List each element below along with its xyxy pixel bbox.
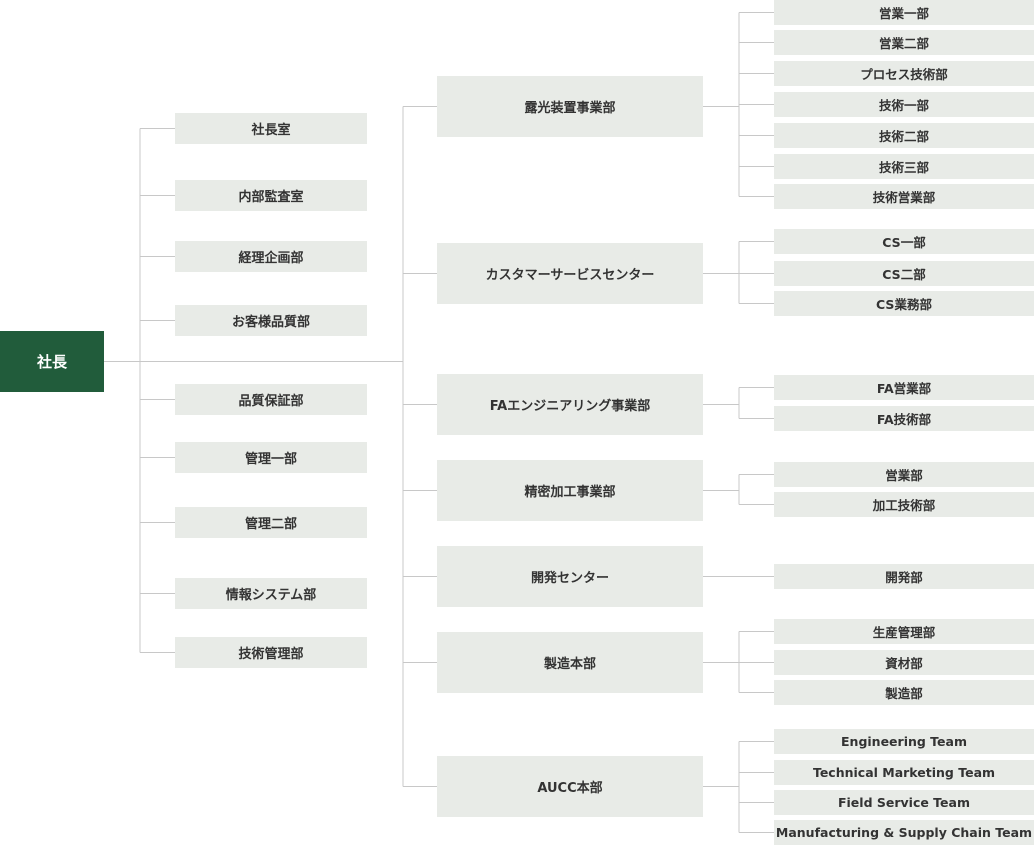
department-box: Field Service Team (774, 790, 1034, 815)
department-box: 営業部 (774, 462, 1034, 487)
department-box: CS業務部 (774, 291, 1034, 316)
department-box: 技術一部 (774, 92, 1034, 117)
division-box: AUCC本部 (437, 756, 703, 817)
department-box: FA営業部 (774, 375, 1034, 400)
staff-box: 管理二部 (175, 507, 367, 538)
staff-box: 社長室 (175, 113, 367, 144)
division-box: 開発センター (437, 546, 703, 607)
staff-box: お客様品質部 (175, 305, 367, 336)
department-box: CS二部 (774, 261, 1034, 286)
department-box: 技術三部 (774, 154, 1034, 179)
department-box: 製造部 (774, 680, 1034, 705)
staff-box: 管理一部 (175, 442, 367, 473)
division-box: カスタマーサービスセンター (437, 243, 703, 304)
department-box: Manufacturing & Supply Chain Team (774, 820, 1034, 845)
department-box: 生産管理部 (774, 619, 1034, 644)
division-box: 製造本部 (437, 632, 703, 693)
department-box: 技術二部 (774, 123, 1034, 148)
department-box: 営業二部 (774, 30, 1034, 55)
staff-box: 技術管理部 (175, 637, 367, 668)
department-box: Engineering Team (774, 729, 1034, 754)
department-box: 加工技術部 (774, 492, 1034, 517)
staff-box: 経理企画部 (175, 241, 367, 272)
root-box: 社長 (0, 331, 104, 392)
department-box: プロセス技術部 (774, 61, 1034, 86)
division-box: FAエンジニアリング事業部 (437, 374, 703, 435)
staff-box: 情報システム部 (175, 578, 367, 609)
division-box: 精密加工事業部 (437, 460, 703, 521)
division-box: 露光装置事業部 (437, 76, 703, 137)
staff-box: 内部監査室 (175, 180, 367, 211)
department-box: 開発部 (774, 564, 1034, 589)
department-box: FA技術部 (774, 406, 1034, 431)
department-box: 営業一部 (774, 0, 1034, 25)
department-box: 資材部 (774, 650, 1034, 675)
department-box: 技術営業部 (774, 184, 1034, 209)
staff-box: 品質保証部 (175, 384, 367, 415)
department-box: Technical Marketing Team (774, 760, 1034, 785)
department-box: CS一部 (774, 229, 1034, 254)
